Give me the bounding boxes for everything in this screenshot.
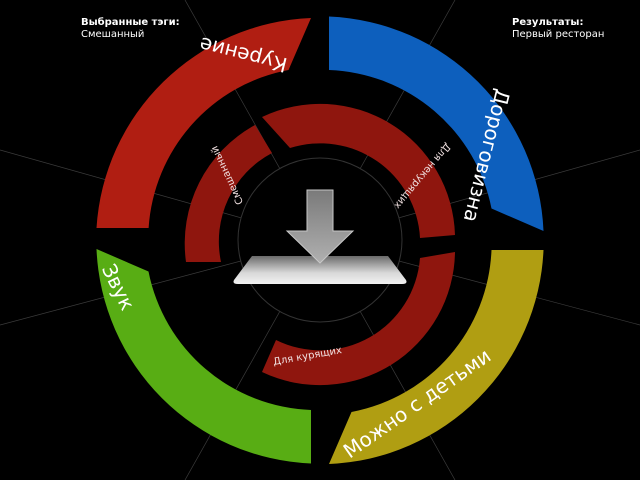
platform-shape: [233, 256, 407, 284]
results-value: Первый ресторан: [512, 29, 605, 40]
download-arrow-icon[interactable]: [233, 189, 407, 284]
segment-expensive[interactable]: Дороговизна: [329, 16, 544, 232]
segment-expensive-shape[interactable]: [329, 16, 544, 232]
inner-segment-mixed-shape[interactable]: [184, 125, 272, 262]
selected-tags-label: Выбранные тэги:: [81, 17, 180, 28]
arrow-shape: [285, 189, 355, 264]
selected-tags-value: Смешанный: [81, 29, 145, 40]
results-panel: Результаты: Первый ресторан: [512, 17, 604, 41]
inner-segment-nonsmoking-arc-shape[interactable]: [262, 252, 455, 386]
segment-sound-shape[interactable]: [96, 249, 312, 464]
center-disc-outline: [237, 157, 403, 323]
segment-smoking-shape[interactable]: [96, 18, 312, 228]
segment-with-kids-shape[interactable]: [329, 250, 544, 464]
segment-smoking[interactable]: Курение: [96, 18, 312, 228]
results-label: Результаты:: [512, 17, 584, 28]
inner-ring: Смешанный Для некурящих Для курящих: [184, 103, 455, 386]
inner-segment-nonsmoking-shape[interactable]: [262, 103, 455, 239]
selected-tags-panel: Выбранные тэги: Смешанный: [81, 17, 180, 41]
